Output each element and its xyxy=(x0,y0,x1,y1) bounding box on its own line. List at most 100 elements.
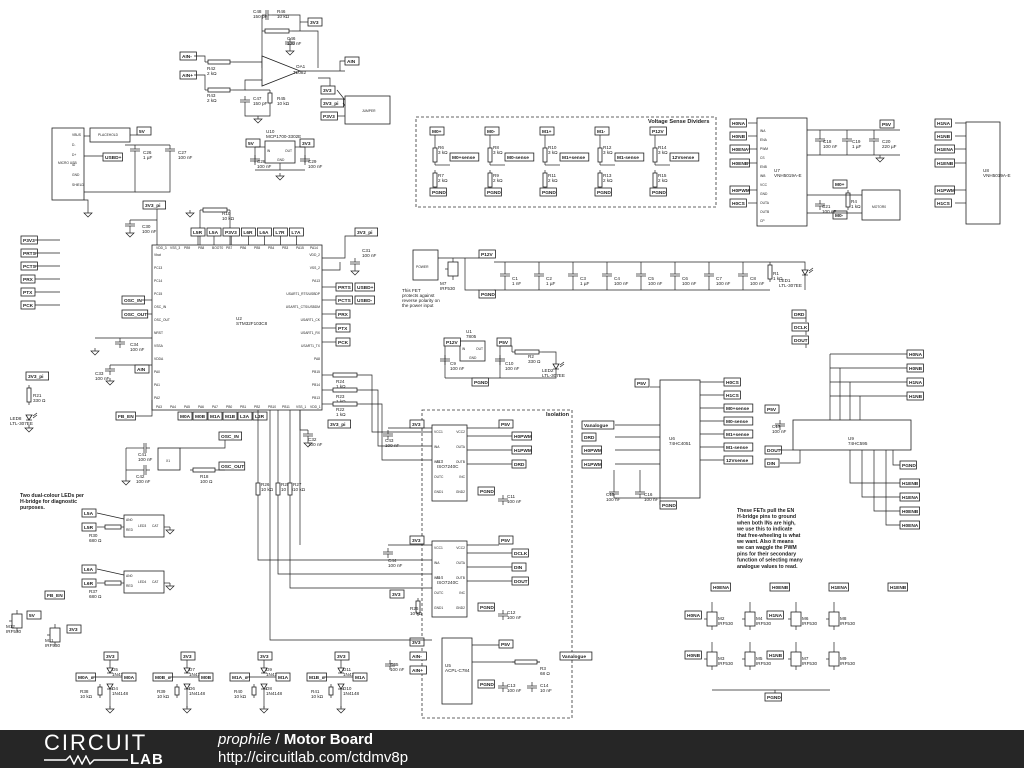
net-tag-H1ENB[interactable] xyxy=(934,158,955,168)
net-tag-usbd-plus[interactable] xyxy=(102,152,123,162)
net-tag-3v3-pi[interactable] xyxy=(142,200,167,210)
net-tag-pgnd[interactable] xyxy=(477,679,495,689)
net-tag-3v3-pi[interactable] xyxy=(320,98,345,108)
net-tag-sense-4[interactable] xyxy=(649,126,667,136)
net-tag-sense-1[interactable] xyxy=(484,126,500,136)
net-tag-DOUT[interactable] xyxy=(791,335,809,345)
net-tag-sense-out-2[interactable] xyxy=(559,152,590,162)
net-tag-pgnd[interactable] xyxy=(478,289,496,299)
net-tag-H1ENA[interactable] xyxy=(934,144,955,154)
author-name[interactable]: prophile xyxy=(218,731,272,748)
net-tag-L5R[interactable] xyxy=(81,522,97,532)
net-tag-3v3-pi[interactable] xyxy=(354,227,379,237)
net-tag-p5v[interactable] xyxy=(764,404,780,414)
net-tag-h0nb[interactable] xyxy=(684,650,702,660)
net-tag-pgnd[interactable] xyxy=(484,187,502,197)
net-tag-ain[interactable] xyxy=(134,364,150,374)
net-tag-pgnd[interactable] xyxy=(649,187,667,197)
net-tag-p12v[interactable] xyxy=(443,337,461,347)
circuitlab-logo[interactable]: CIRCUIT LAB xyxy=(42,730,182,768)
net-tag-bottom-M0B[interactable] xyxy=(192,411,208,421)
net-tag-3v3[interactable] xyxy=(180,651,196,661)
net-tag-pgnd[interactable] xyxy=(429,187,447,197)
net-tag-p5v[interactable] xyxy=(634,378,650,388)
net-tag-p5v[interactable] xyxy=(879,119,895,129)
net-tag-pgnd[interactable] xyxy=(659,500,677,510)
net-tag-osc-out[interactable] xyxy=(218,461,246,471)
net-tag-3v3[interactable] xyxy=(66,624,82,634)
net-tag-sense-0[interactable] xyxy=(429,126,445,136)
net-tag-fb-en[interactable] xyxy=(115,411,136,421)
net-tag-sense-out-4[interactable] xyxy=(669,152,700,162)
net-tag-L6A[interactable] xyxy=(81,564,97,574)
net-tag-osc-in[interactable] xyxy=(218,431,243,441)
net-tag-adc-H1PWM[interactable] xyxy=(581,459,602,469)
net-tag-5v[interactable] xyxy=(26,610,42,620)
net-tag-sense-out-0[interactable] xyxy=(449,152,480,162)
net-tag-5v[interactable] xyxy=(136,126,152,136)
net-tag-adc-DRD[interactable] xyxy=(581,432,597,442)
net-tag-h0na[interactable] xyxy=(684,610,702,620)
net-tag-sense-out-1[interactable] xyxy=(504,152,535,162)
net-tag-H0NA[interactable] xyxy=(729,118,747,128)
net-tag-3v3[interactable] xyxy=(389,589,405,599)
net-tag-bottom-L3A[interactable] xyxy=(237,411,253,421)
net-tag-pgnd[interactable] xyxy=(764,692,782,702)
net-tag-m0-plus[interactable] xyxy=(832,179,848,189)
net-tag-pgnd[interactable] xyxy=(539,187,557,197)
net-tag-3v3[interactable] xyxy=(409,637,425,647)
net-tag-3v3[interactable] xyxy=(299,138,315,148)
net-tag-3v3[interactable] xyxy=(334,651,350,661)
net-tag-en-top-H0ENB[interactable] xyxy=(769,582,790,592)
net-tag-L5A[interactable] xyxy=(81,508,97,518)
net-tag-usbd-minus[interactable] xyxy=(354,295,375,305)
net-tag-vanalogue[interactable] xyxy=(559,651,593,661)
net-tag-p5v[interactable] xyxy=(498,419,514,429)
net-tag-pgnd[interactable] xyxy=(477,486,495,496)
net-tag-en-top-H1ENA[interactable] xyxy=(828,582,849,592)
net-tag-din[interactable] xyxy=(764,458,780,468)
net-tag-sense-2[interactable] xyxy=(539,126,555,136)
net-tag-3v3-pi[interactable] xyxy=(25,371,50,381)
net-tag-3v3[interactable] xyxy=(257,651,273,661)
net-tag-bottom-L3R[interactable] xyxy=(252,411,268,421)
net-tag-sense-out-3[interactable] xyxy=(614,152,645,162)
net-tag-ain-minus[interactable] xyxy=(409,651,427,661)
net-tag-H1NA[interactable] xyxy=(934,118,952,128)
net-tag-L6R[interactable] xyxy=(81,578,97,588)
net-tag-iso1-H1PWM-text: H1PWM xyxy=(514,448,532,454)
net-tag-h1nb[interactable] xyxy=(766,650,784,660)
net-tag-3v3[interactable] xyxy=(103,651,119,661)
net-tag-DCLK[interactable] xyxy=(791,322,809,332)
net-tag-pgnd[interactable] xyxy=(471,377,489,387)
net-tag-bottom-M1A[interactable] xyxy=(207,411,223,421)
net-tag-3v3-pi[interactable] xyxy=(327,419,352,429)
net-tag-fb-en[interactable] xyxy=(44,590,65,600)
net-tag-en-top-H0ENA[interactable] xyxy=(710,582,731,592)
net-tag-3v3[interactable] xyxy=(409,535,425,545)
net-tag-H1PWM[interactable] xyxy=(934,185,955,195)
net-tag-H1CS[interactable] xyxy=(934,198,952,208)
net-tag-p5v[interactable] xyxy=(498,639,514,649)
net-tag-adc-H0PWM[interactable] xyxy=(581,445,602,455)
net-tag-H0CS[interactable] xyxy=(729,198,747,208)
project-url-link[interactable]: http://circuitlab.com/ctdmv8p xyxy=(218,749,409,766)
net-tag-sense-3[interactable] xyxy=(594,126,610,136)
net-tag-H0NB[interactable] xyxy=(729,131,747,141)
net-tag-pgnd[interactable] xyxy=(477,602,495,612)
net-tag-p5v[interactable] xyxy=(498,535,514,545)
net-tag-h1na[interactable] xyxy=(766,610,784,620)
net-tag-adc-Vanalogue[interactable] xyxy=(581,420,615,430)
net-tag-ain-plus[interactable] xyxy=(409,665,427,675)
net-tag-DRD[interactable] xyxy=(791,309,807,319)
net-tag-p12v[interactable] xyxy=(478,249,496,259)
net-tag-5v[interactable] xyxy=(245,138,261,148)
net-tag-pgnd[interactable] xyxy=(594,187,612,197)
net-tag-H1NB[interactable] xyxy=(934,131,952,141)
net-tag-usbd-plus[interactable] xyxy=(354,282,375,292)
net-tag-bottom-M1B[interactable] xyxy=(222,411,238,421)
net-tag-bottom-M0A[interactable] xyxy=(177,411,193,421)
net-tag-en-top-H1ENB[interactable] xyxy=(887,582,908,592)
net-tag-3v3[interactable] xyxy=(320,85,336,95)
net-tag-m0-minus[interactable] xyxy=(832,210,848,220)
